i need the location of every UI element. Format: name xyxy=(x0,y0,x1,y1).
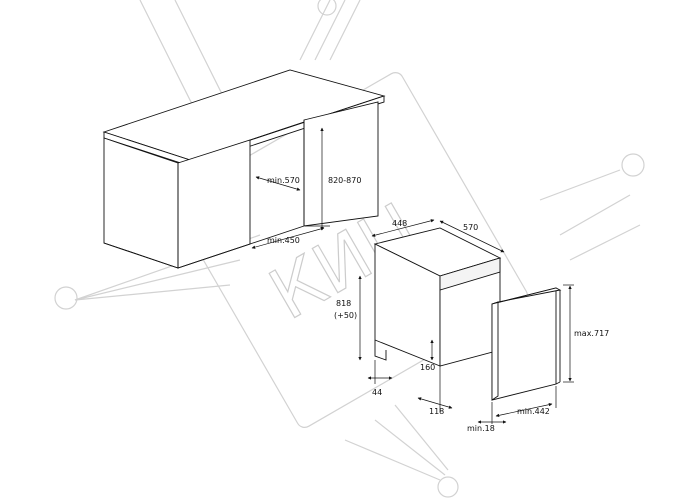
plinth-depth-line xyxy=(417,397,453,409)
panel-height-label: max.717 xyxy=(574,329,609,338)
appliance-depth-line xyxy=(439,220,505,253)
niche-width-label: min.570 xyxy=(267,176,300,185)
watermark-circle-right xyxy=(621,153,645,177)
kitchen-cabinet xyxy=(102,69,386,269)
watermark-circle-top xyxy=(317,0,337,16)
niche-width-line xyxy=(255,176,301,191)
panel-dimensions xyxy=(477,284,574,424)
door-panel xyxy=(491,287,562,401)
niche-depth-line xyxy=(251,227,325,249)
appliance-width-line xyxy=(371,219,435,237)
left-offset-label: 44 xyxy=(372,388,382,397)
appliance-height-label: 818 xyxy=(336,299,351,308)
watermark-frame xyxy=(172,72,528,428)
panel-thickness-label: min.18 xyxy=(467,424,495,433)
plinth-depth-label: 118 xyxy=(429,407,444,416)
appliance-width-label: 448 xyxy=(392,219,407,228)
watermark-circle-bottom xyxy=(437,476,459,498)
appliance-depth-label: 570 xyxy=(463,223,478,232)
plinth-height-label: 160 xyxy=(420,363,435,372)
dishwasher xyxy=(373,227,502,367)
dishwasher-dimensions xyxy=(358,219,505,412)
niche-dimensions xyxy=(251,127,330,249)
panel-width-label: min.442 xyxy=(517,407,550,416)
panel-width-line xyxy=(495,402,553,418)
height-adjust-label: (+50) xyxy=(334,311,357,320)
niche-height-label: 820-870 xyxy=(328,176,361,185)
watermark-circle-left xyxy=(54,286,78,310)
niche-depth-label: min.450 xyxy=(267,236,300,245)
